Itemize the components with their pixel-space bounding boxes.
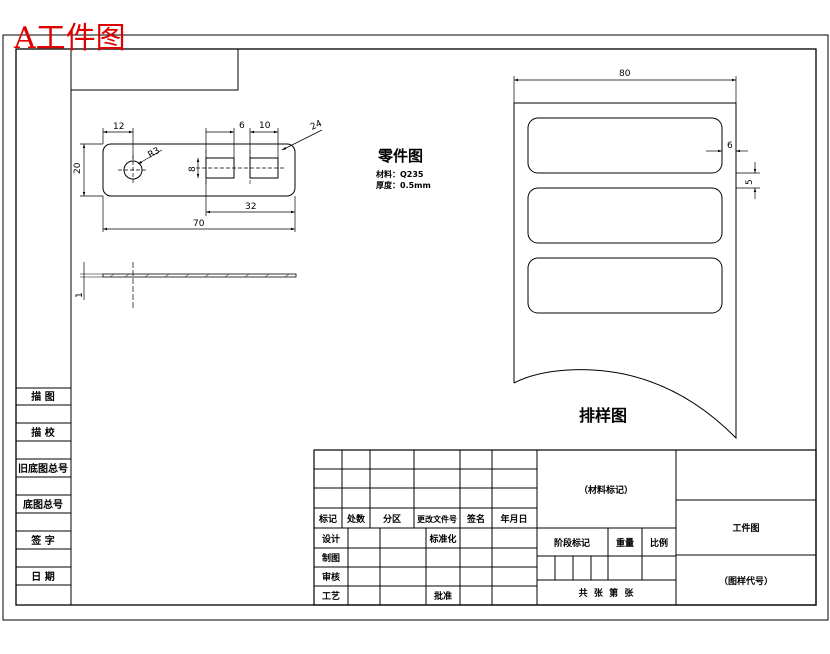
nesting-dimensions xyxy=(513,76,760,199)
part-material: 材料：Q235 xyxy=(376,169,424,179)
material-mark: （材料标记） xyxy=(579,484,633,496)
dim-8: 8 xyxy=(188,166,198,172)
sheet-title: A工件图 xyxy=(13,21,126,56)
strip-outline xyxy=(513,102,737,440)
drawing-name: 工件图 xyxy=(732,522,759,534)
nesting-strip xyxy=(513,102,737,440)
dim-r3: R3 xyxy=(147,146,162,161)
dim-10: 10 xyxy=(259,121,271,131)
rev-count: 处数 xyxy=(346,513,366,525)
label-approve: 批准 xyxy=(434,590,452,602)
label-old-base-number: 旧底图总号 xyxy=(18,462,68,475)
part-thickness: 厚度：0.5mm xyxy=(376,180,431,190)
dim-r24: 24 xyxy=(309,119,324,133)
dim-6: 6 xyxy=(239,121,245,131)
dim-1: 1 xyxy=(75,292,85,298)
label-draw: 制图 xyxy=(322,552,340,564)
label-standard: 标准化 xyxy=(428,533,456,545)
nesting-drawing-label: 排样图 xyxy=(579,406,627,425)
part-outline xyxy=(102,143,296,197)
rev-signature: 签名 xyxy=(466,513,485,525)
left-column-labels: 描 图 描 校 旧底图总号 底图总号 签 字 日 期 xyxy=(18,390,68,583)
dim-70: 70 xyxy=(193,219,205,229)
rev-date: 年月日 xyxy=(500,513,527,525)
rev-file-number: 更改文件号 xyxy=(417,514,457,524)
label-trace: 描 图 xyxy=(31,390,54,403)
weight-label: 重量 xyxy=(616,537,634,549)
nest-part-1 xyxy=(527,117,723,174)
outer-border xyxy=(2,34,829,621)
nesting-dimension-labels: 80 6 5 xyxy=(619,69,755,185)
rev-mark: 标记 xyxy=(318,513,337,525)
part-dimensions xyxy=(80,128,323,232)
nest-dim-5: 5 xyxy=(745,179,755,185)
part-dimension-labels: 12 6 10 24 R3 20 8 32 70 xyxy=(73,119,324,229)
nest-dim-6: 6 xyxy=(727,141,733,151)
drawing-code: （图样代号） xyxy=(719,575,773,587)
part-plan-view xyxy=(102,143,296,197)
nest-part-3 xyxy=(527,257,723,314)
stage-mark: 阶段标记 xyxy=(554,537,590,549)
dim-12: 12 xyxy=(113,122,124,132)
nest-dim-80: 80 xyxy=(619,69,631,79)
dim-32: 32 xyxy=(245,202,256,212)
label-review: 审核 xyxy=(322,571,340,583)
sheet-count: 共 张 第 张 xyxy=(579,587,635,599)
part-side-view xyxy=(80,262,297,310)
label-design: 设计 xyxy=(322,533,340,545)
label-signature: 签 字 xyxy=(30,534,54,547)
title-block-grid xyxy=(313,449,817,606)
label-date: 日 期 xyxy=(31,570,54,583)
left-column xyxy=(16,387,71,586)
label-trace-check: 描 校 xyxy=(31,426,55,439)
label-base-number: 底图总号 xyxy=(23,498,63,511)
title-block-text: 标记 处数 分区 更改文件号 签名 年月日 设计 制图 审核 工艺 标准化 批准… xyxy=(318,484,773,602)
label-process: 工艺 xyxy=(322,590,340,602)
rev-zone: 分区 xyxy=(383,513,401,525)
top-left-box xyxy=(70,48,239,91)
sheet-frame xyxy=(2,34,829,621)
inner-frame xyxy=(15,48,817,606)
dim-20: 20 xyxy=(73,162,83,174)
nest-part-2 xyxy=(527,187,723,244)
scale-label: 比例 xyxy=(650,537,668,549)
part-drawing-label: 零件图 xyxy=(377,147,423,165)
